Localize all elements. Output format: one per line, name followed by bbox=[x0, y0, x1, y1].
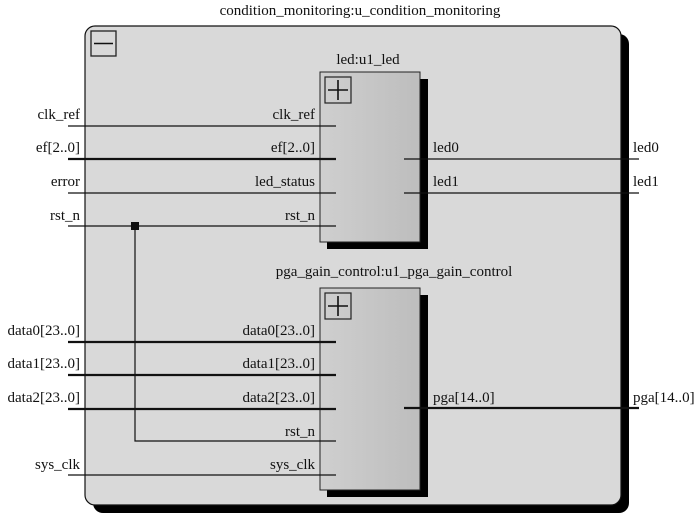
led-instance-block[interactable] bbox=[319, 71, 421, 243]
port-label-ef: ef[2..0] bbox=[36, 140, 80, 156]
led-pin-clk-ref: clk_ref bbox=[273, 107, 315, 123]
plus-box-icon[interactable] bbox=[324, 292, 352, 320]
port-label-data0: data0[23..0] bbox=[8, 323, 80, 339]
port-label-pga: pga[14..0] bbox=[633, 390, 695, 406]
wire-rst-n-branch bbox=[134, 226, 336, 442]
pga-pin-data0: data0[23..0] bbox=[243, 323, 315, 339]
port-label-data1: data1[23..0] bbox=[8, 356, 80, 372]
port-label-error: error bbox=[51, 174, 80, 190]
pga-pin-data2: data2[23..0] bbox=[243, 390, 315, 406]
minus-box-icon[interactable] bbox=[90, 30, 117, 57]
led-pin-led-status: led_status bbox=[255, 174, 315, 190]
led-pin-led1: led1 bbox=[433, 174, 459, 190]
port-label-led1: led1 bbox=[633, 174, 659, 190]
port-label-rst-n: rst_n bbox=[50, 208, 81, 224]
port-label-data2: data2[23..0] bbox=[8, 390, 80, 406]
led-pin-led0: led0 bbox=[433, 140, 459, 156]
pga-expand-button[interactable] bbox=[324, 292, 352, 320]
led-expand-button[interactable] bbox=[324, 76, 352, 104]
pga-pin-pga: pga[14..0] bbox=[433, 390, 495, 406]
top-module-box bbox=[84, 25, 622, 506]
led-instance-title: led:u1_led bbox=[336, 52, 400, 68]
port-label-clk-ref: clk_ref bbox=[38, 107, 80, 123]
port-label-sys-clk: sys_clk bbox=[35, 457, 81, 473]
led-pin-ef: ef[2..0] bbox=[271, 140, 315, 156]
plus-box-icon[interactable] bbox=[324, 76, 352, 104]
pga-instance-block[interactable] bbox=[319, 287, 421, 491]
pga-pin-rst-n: rst_n bbox=[285, 424, 316, 440]
junction-dot bbox=[131, 222, 139, 230]
pga-instance-title: pga_gain_control:u1_pga_gain_control bbox=[276, 264, 513, 280]
port-label-led0: led0 bbox=[633, 140, 659, 156]
top-module-title: condition_monitoring:u_condition_monitor… bbox=[220, 3, 501, 19]
pga-pin-sys-clk: sys_clk bbox=[270, 457, 316, 473]
collapse-button[interactable] bbox=[90, 30, 117, 57]
led-pin-rst-n: rst_n bbox=[285, 208, 316, 224]
pga-pin-data1: data1[23..0] bbox=[243, 356, 315, 372]
